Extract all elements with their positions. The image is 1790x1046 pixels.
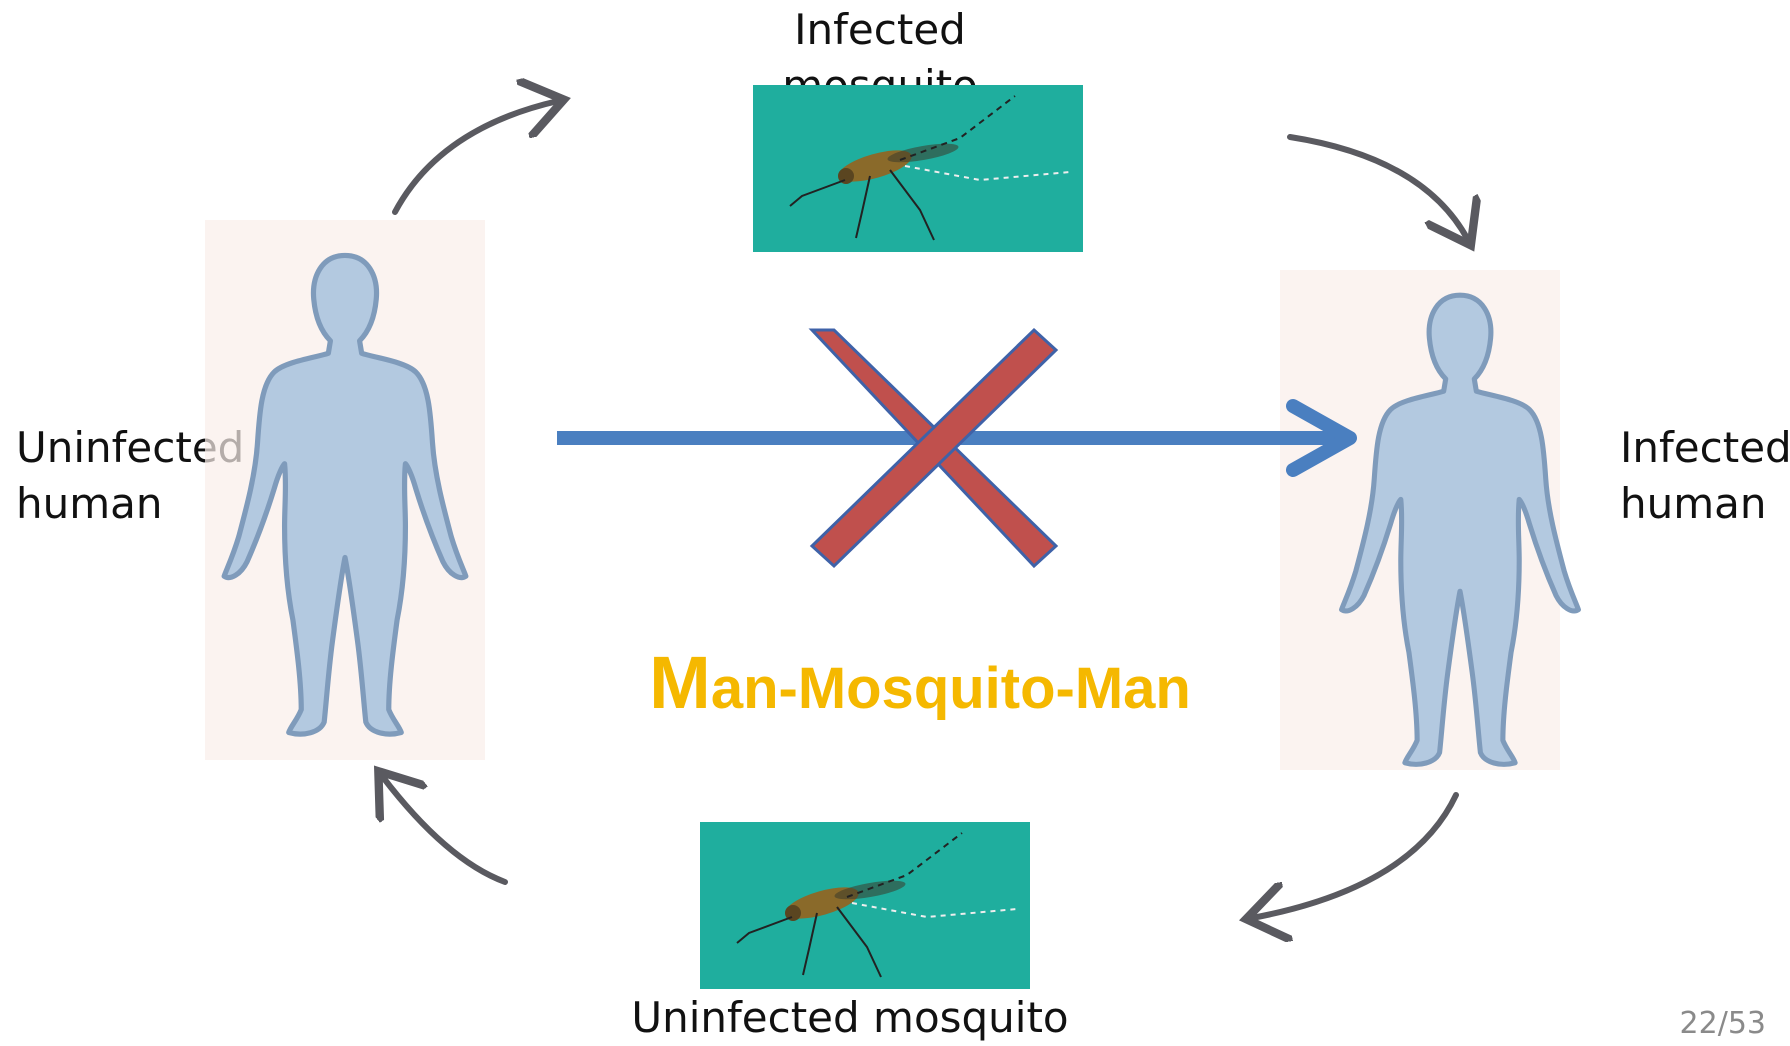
diagram-title: Man-Mosquito-Man xyxy=(610,640,1230,725)
arrow-mosquito-to-human xyxy=(1290,137,1468,240)
diagram-title-rest: an-Mosquito-Man xyxy=(711,656,1191,721)
arrow-mosquito-to-uninfected-human xyxy=(382,776,505,882)
page-number: 22/53 xyxy=(1680,1006,1766,1041)
infected-mosquito-photo xyxy=(753,85,1083,252)
arrow-infected-human-to-mosquito xyxy=(1252,795,1456,918)
arrow-human-to-mosquito xyxy=(395,101,558,212)
uninfected-mosquito-photo xyxy=(700,822,1030,989)
diagram-title-initial: M xyxy=(649,641,711,724)
cross-mark-icon xyxy=(812,330,1056,566)
